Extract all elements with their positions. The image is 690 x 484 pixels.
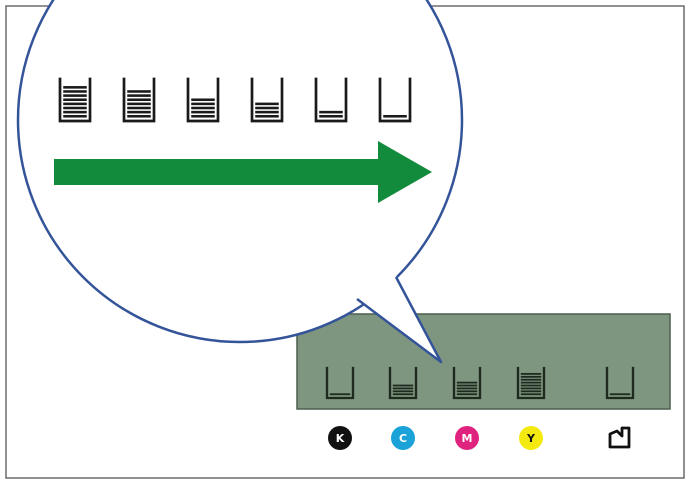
lcd-gauge-cyan-bar xyxy=(392,393,414,396)
lcd-gauge-yellow-bar xyxy=(520,387,542,390)
badge-cyan-circle xyxy=(391,426,415,450)
badge-yellow-circle xyxy=(519,426,543,450)
zoom-gauge-bar xyxy=(63,98,87,102)
lcd-gauge-yellow-bar xyxy=(520,378,542,381)
zoom-gauge-bar xyxy=(255,106,279,110)
zoom-gauge-bar xyxy=(319,110,343,114)
zoom-gauge-bar xyxy=(127,110,151,114)
zoom-gauge-bar xyxy=(63,102,87,106)
zoom-gauge-bar xyxy=(127,94,151,97)
lcd-gauge-black-bar xyxy=(329,393,351,396)
zoom-gauge-bar xyxy=(127,106,151,110)
lcd-gauge-cyan-bracket xyxy=(388,366,418,400)
lcd-gauge-magenta-bracket xyxy=(452,366,482,400)
callout-tail xyxy=(356,276,443,364)
lcd-gauge-yellow-bar xyxy=(520,372,542,375)
lcd-gauge-magenta xyxy=(452,366,482,400)
callout-tail-fill xyxy=(357,276,441,362)
lcd-gauge-magenta-bar xyxy=(456,393,478,396)
badge-cyan: C xyxy=(391,426,415,450)
lcd-gauge-yellow-bar xyxy=(520,384,542,387)
badge-magenta-label: M xyxy=(462,432,473,445)
badge-magenta: M xyxy=(455,426,479,450)
lcd-gauge-cyan-bar xyxy=(392,384,414,387)
zoom-gauge-bracket xyxy=(122,77,156,123)
lcd-gauge-maintenance-box-bracket xyxy=(605,366,635,400)
zoom-gauge xyxy=(122,77,156,123)
zoom-gauge-bracket xyxy=(58,77,92,123)
badge-magenta-circle xyxy=(455,426,479,450)
zoom-gauge-bar xyxy=(191,102,215,106)
zoom-gauge xyxy=(378,77,412,123)
zoom-gauge-bar xyxy=(127,114,151,118)
lcd-gauge-magenta-bar xyxy=(456,384,478,387)
lcd-gauge-black-bracket xyxy=(325,366,355,400)
zoom-gauge-bar xyxy=(191,98,215,102)
zoom-gauge-bar xyxy=(127,98,151,102)
lcd-gauge-magenta-bar xyxy=(456,387,478,390)
decreasing-level-arrow xyxy=(54,141,432,203)
badge-cyan-label: C xyxy=(399,432,407,445)
zoom-gauge-bar xyxy=(63,90,87,93)
lcd-gauge-yellow-bracket xyxy=(516,366,546,400)
lcd-gauge-yellow-bar xyxy=(520,393,542,396)
zoom-gauge-bar xyxy=(255,102,279,106)
arrow-shape xyxy=(54,141,432,203)
lcd-gauge-yellow-bar xyxy=(520,390,542,393)
zoom-gauge-bar xyxy=(63,94,87,97)
zoom-gauge-bar xyxy=(127,90,151,93)
lcd-gauge-magenta-bar xyxy=(456,381,478,384)
zoomed-gauge-sequence xyxy=(58,77,412,123)
zoom-gauge-bar xyxy=(191,114,215,118)
lcd-gauge-yellow-bar xyxy=(520,375,542,378)
zoom-gauge-bar xyxy=(191,106,215,110)
zoom-gauge-bar xyxy=(63,106,87,110)
lcd-gauge-yellow-bar xyxy=(520,381,542,384)
lcd-gauge-cyan-bar xyxy=(392,390,414,393)
zoom-gauge xyxy=(314,77,348,123)
lcd-gauge-cyan xyxy=(388,366,418,400)
zoom-gauge-bar xyxy=(63,110,87,114)
zoom-gauge-bar xyxy=(319,114,343,118)
lcd-gauge-maintenance-box xyxy=(605,366,635,400)
zoom-gauge-bar xyxy=(255,114,279,118)
lcd-gauge-maintenance-box-bar xyxy=(609,393,631,396)
zoom-gauge-bracket xyxy=(378,77,412,123)
badge-black: K xyxy=(328,426,352,450)
zoom-gauge xyxy=(186,77,220,123)
lcd-gauge-cyan-bar xyxy=(392,387,414,390)
lcd-gauge-magenta-bar xyxy=(456,390,478,393)
zoom-gauge-bar xyxy=(383,114,407,118)
zoom-gauge-bracket xyxy=(186,77,220,123)
badge-black-label: K xyxy=(336,432,345,445)
zoom-gauge-bar xyxy=(63,114,87,118)
zoom-gauge-bar xyxy=(127,102,151,106)
badge-black-circle xyxy=(328,426,352,450)
zoom-gauge xyxy=(58,77,92,123)
zoom-gauge-bar xyxy=(255,110,279,114)
zoom-gauge xyxy=(250,77,284,123)
zoom-gauge-bar xyxy=(191,110,215,114)
maintenance-box-icon xyxy=(608,426,631,449)
lcd-gauge-black xyxy=(325,366,355,400)
lcd-gauge-yellow xyxy=(516,366,546,400)
badge-yellow: Y xyxy=(519,426,543,450)
zoom-gauge-bracket xyxy=(314,77,348,123)
badge-yellow-label: Y xyxy=(526,432,536,445)
zoom-gauge-bracket xyxy=(250,77,284,123)
lcd-gauges xyxy=(325,366,635,400)
zoom-gauge-bar xyxy=(63,86,87,89)
